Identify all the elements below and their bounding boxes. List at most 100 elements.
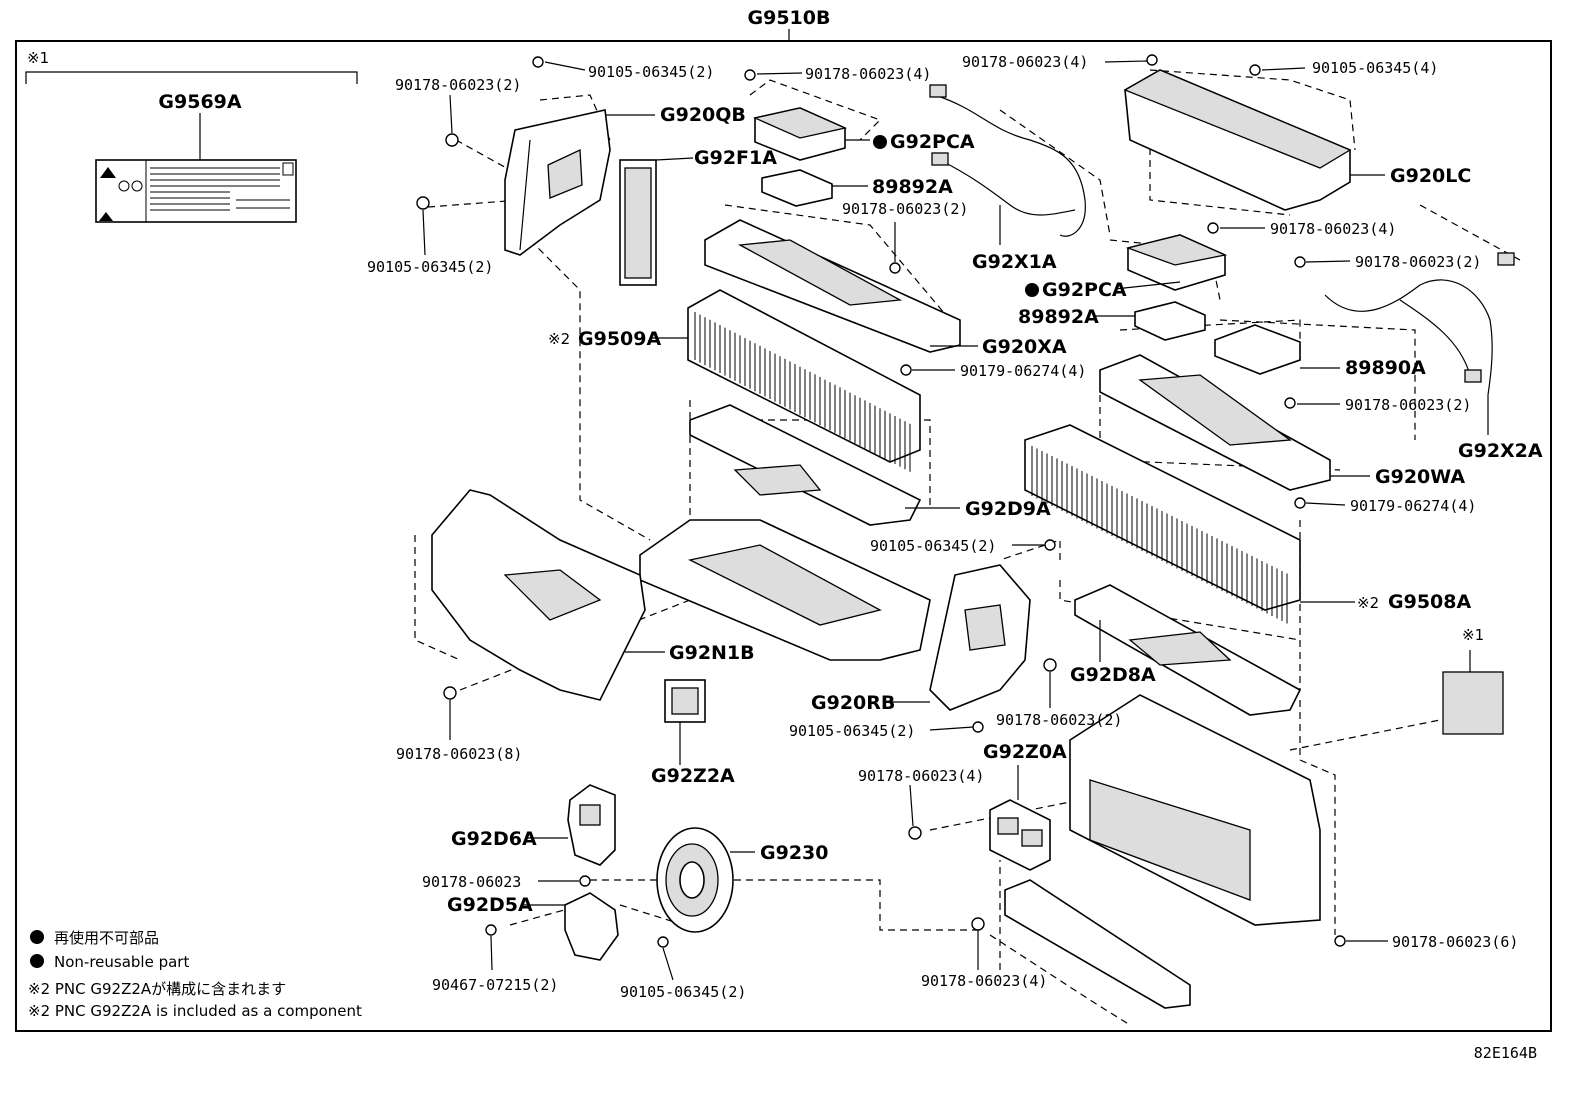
part-label-p8[interactable]: 89892A (872, 176, 953, 198)
legend-non-reusable-ja: 再使用不可部品 (54, 929, 159, 947)
bolt-icon (485, 924, 497, 936)
part-label-p37[interactable]: 90178-06023(4) (858, 767, 984, 785)
part-g92z0a-connector (989, 799, 1051, 871)
part-label-p13[interactable]: G920LC (1390, 165, 1471, 187)
part-g92d5a-cover (564, 892, 619, 961)
nut-icon (1294, 256, 1306, 268)
part-label-p14[interactable]: 90178-06023(4) (1270, 220, 1396, 238)
part-label-p16[interactable]: 89892A (1018, 306, 1099, 328)
part-label-p18[interactable]: 89890A (1345, 357, 1426, 379)
part-label-p3[interactable]: G920QB (660, 104, 746, 126)
part-label-p41[interactable]: G92D5A (447, 894, 533, 916)
part-label-p23[interactable]: 90179-06274(4) (960, 362, 1086, 380)
non-reusable-mark-icon (30, 954, 44, 968)
part-label-p5[interactable]: 90105-06345(2) (367, 258, 493, 276)
part-label-p2[interactable]: 90105-06345(2) (588, 63, 714, 81)
part-g9230-fan (656, 827, 734, 933)
part-labels: 90178-06023(2) 90105-06345(2) G920QB G92… (367, 53, 1543, 1001)
bolt-icon (1044, 539, 1056, 551)
part-label-p24[interactable]: G920WA (1375, 466, 1465, 488)
part-label-p42[interactable]: 90467-07215(2) (432, 976, 558, 994)
part-label-p27[interactable]: 90105-06345(2) (870, 537, 996, 555)
warning-label-sticker (95, 159, 297, 223)
nut-icon (445, 133, 459, 147)
part-label-p19[interactable]: 90178-06023(2) (1345, 396, 1471, 414)
nut-icon (908, 826, 922, 840)
part-label-p34[interactable]: 90105-06345(2) (789, 722, 915, 740)
part-label-p36[interactable]: G92Z0A (983, 741, 1067, 763)
part-89890a-unit (1214, 324, 1301, 375)
legend-note2-en: ※2 PNC G92Z2A is included as a component (28, 1002, 362, 1020)
part-label-p11[interactable]: G92X1A (972, 251, 1057, 273)
part-g92d6a-bracket (567, 784, 616, 866)
part-label-p38[interactable]: G92D6A (451, 828, 537, 850)
part-label-p30[interactable]: G92D8A (1070, 664, 1156, 686)
nut-icon (889, 262, 901, 274)
warning-triangle-icon (99, 212, 113, 221)
part-label-p44[interactable]: 90178-06023(4) (921, 972, 1047, 990)
part-label-p28[interactable]: G9508A (1388, 591, 1471, 613)
part-label-p7[interactable]: G92PCA (890, 131, 975, 153)
part-label-p32[interactable]: G920RB (811, 692, 895, 714)
nut-icon (443, 686, 457, 700)
warning-triangle-icon (100, 167, 116, 178)
part-g92pca-ecu-lower (1125, 234, 1228, 291)
part-label-p21[interactable]: G9509A (578, 328, 661, 350)
part-g92pca-ecu-upper (752, 107, 848, 161)
part-label-p6[interactable]: 90178-06023(4) (805, 65, 931, 83)
diagram-border (15, 40, 1552, 1032)
part-label-p40[interactable]: 90178-06023 (422, 873, 521, 891)
part-label-p1[interactable]: 90178-06023(2) (395, 76, 521, 94)
part-label-p22[interactable]: G920XA (982, 336, 1067, 358)
leader-lines (422, 60, 1489, 981)
part-label-p43[interactable]: 90105-06345(2) (620, 983, 746, 1001)
bolt-icon (532, 56, 544, 68)
part-g92d8a-duct (1074, 584, 1302, 716)
part-g9508a-battery-stack (1024, 424, 1301, 624)
nut-icon (1043, 658, 1057, 672)
legend-note2-ja: ※2 PNC G92Z2Aが構成に含まれます (28, 980, 286, 998)
part-label-p25[interactable]: 90179-06274(4) (1350, 497, 1476, 515)
part-label-p17[interactable]: 90178-06023(2) (1355, 253, 1481, 271)
non-reusable-mark-icon (873, 135, 887, 149)
part-label-p20[interactable]: G92X2A (1458, 440, 1543, 462)
part-label-p26[interactable]: G92D9A (965, 498, 1051, 520)
note1-mark: ※1 (27, 49, 49, 67)
part-label-p33[interactable]: 90178-06023(2) (996, 711, 1122, 729)
bolt-icon (416, 196, 430, 210)
part-g92d9a-duct (689, 404, 922, 526)
part-g92x1a-harness (929, 84, 1086, 237)
part-label-p15[interactable]: G92PCA (1042, 279, 1127, 301)
part-label-p35[interactable]: G92Z2A (651, 765, 735, 787)
part-g920qb-bracket (504, 109, 611, 256)
nut-icon (1294, 497, 1306, 509)
nut-icon (744, 69, 756, 81)
figure-code: 82E164B (1474, 1044, 1537, 1062)
main-assembly-label[interactable]: G9510B (748, 7, 831, 29)
note1-mark-right: ※1 (1462, 626, 1484, 644)
legend: 再使用不可部品 Non-reusable part ※2 PNC G92Z2Aが… (28, 929, 362, 1020)
part-89892a-module-lower (1134, 301, 1206, 341)
part-label-p9[interactable]: 90178-06023(2) (842, 200, 968, 218)
warning-label-group: ※1 G9569A (25, 49, 358, 223)
nut-icon (579, 875, 591, 887)
nut-icon (1284, 397, 1296, 409)
nut-icon (1146, 54, 1158, 66)
part-label-p12[interactable]: 90105-06345(4) (1312, 59, 1438, 77)
part-label-p10[interactable]: 90178-06023(4) (962, 53, 1088, 71)
bolt-icon (657, 936, 669, 948)
part-label-p39[interactable]: G9230 (760, 842, 828, 864)
part-label-p29[interactable]: G92N1B (669, 642, 755, 664)
nut-icon (900, 364, 912, 376)
non-reusable-mark-icon (1025, 283, 1039, 297)
part-label-p45[interactable]: 90178-06023(6) (1392, 933, 1518, 951)
part-g92x2a-harness (1324, 252, 1515, 396)
bolt-icon (1249, 64, 1261, 76)
part-89892a-module-upper (761, 169, 833, 207)
part-rear-panel (1069, 694, 1321, 926)
part-label-p4[interactable]: G92F1A (694, 147, 777, 169)
note2-mark-g9509a: ※2 (548, 330, 570, 348)
part-label-p31[interactable]: 90178-06023(8) (396, 745, 522, 763)
part-label-g9569a[interactable]: G9569A (158, 91, 241, 113)
